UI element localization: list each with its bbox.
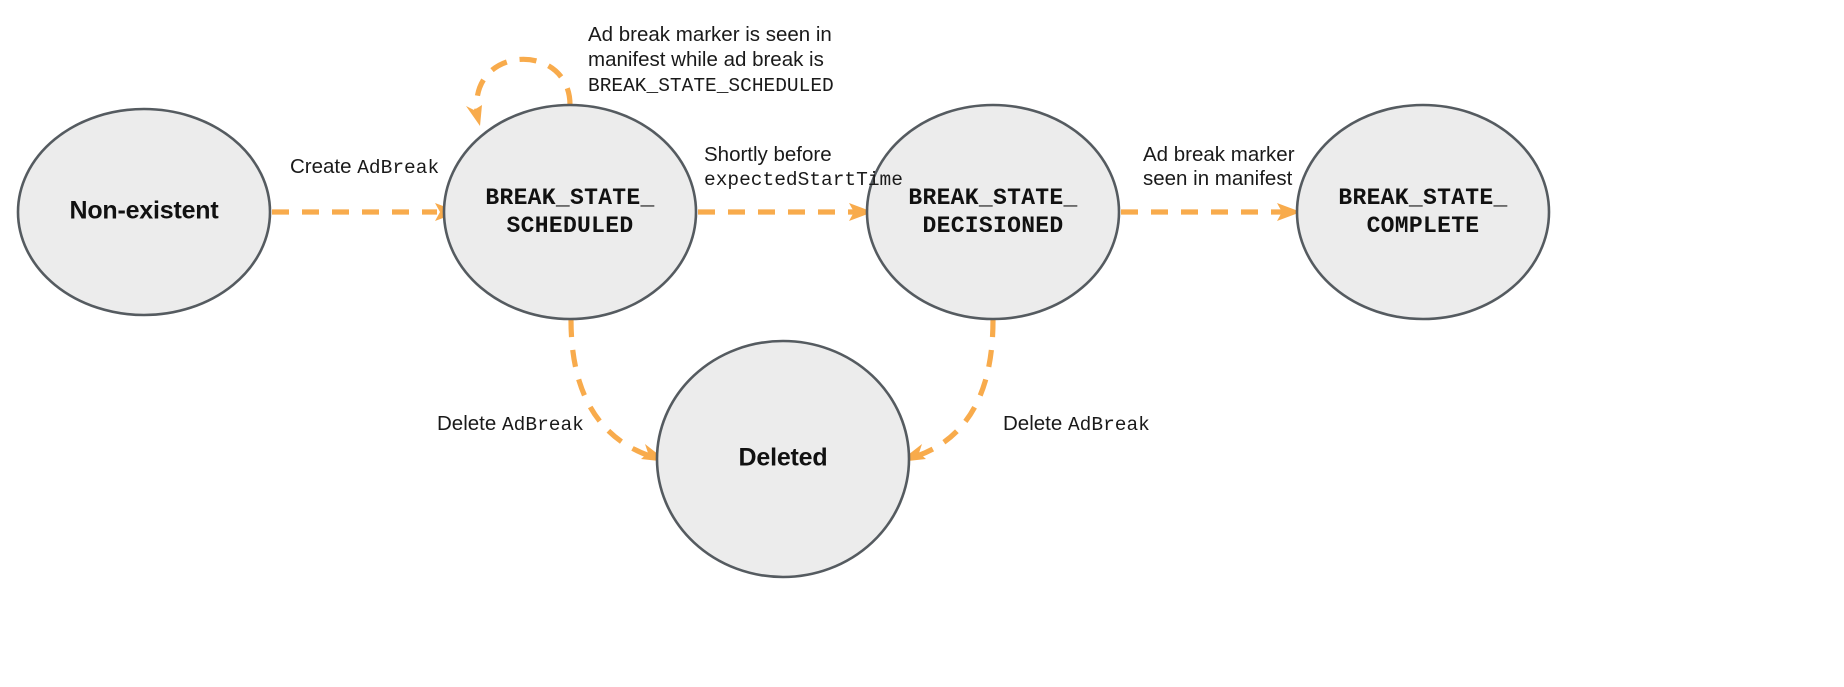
state-node-deleted[interactable]: Deleted xyxy=(655,339,911,579)
state-node-label-break-state-decisioned: DECISIONED xyxy=(922,213,1063,239)
edge-decisioned-to-deleted xyxy=(899,319,996,462)
state-node-shape-break-state-scheduled[interactable] xyxy=(442,103,698,321)
edge-label-scheduled-to-deleted: Delete AdBreak xyxy=(437,412,584,436)
edge-label-segment: AdBreak xyxy=(357,157,439,179)
edge-create-adbreak xyxy=(272,203,459,221)
edge-label-segment: manifest while ad break is xyxy=(588,48,824,71)
state-node-shape-non-existent[interactable] xyxy=(16,107,272,317)
arrowhead-icon-decisioned-to-complete xyxy=(1277,203,1301,221)
state-node-label-non-existent: Non-existent xyxy=(69,197,219,225)
edge-label-decisioned-to-deleted: Delete AdBreak xyxy=(1003,412,1150,436)
edge-scheduled-self-loop xyxy=(466,56,573,126)
edge-scheduled-to-deleted xyxy=(568,319,668,462)
edge-decisioned-to-complete xyxy=(1121,203,1301,221)
edge-label-segment: Shortly before xyxy=(704,143,832,166)
edge-label-segment: expectedStartTime xyxy=(704,169,903,191)
edge-line-decisioned-to-deleted xyxy=(916,319,996,459)
edge-label-scheduled-self-loop: manifest while ad break is xyxy=(588,48,824,71)
edge-line-scheduled-to-deleted xyxy=(568,319,651,459)
edge-label-scheduled-to-decisioned: expectedStartTime xyxy=(704,169,903,191)
state-node-break-state-complete[interactable]: BREAK_STATE_COMPLETE xyxy=(1295,103,1551,321)
edge-label-segment: AdBreak xyxy=(1068,414,1150,436)
edges-layer xyxy=(272,56,1301,462)
state-node-label-break-state-complete: BREAK_STATE_ xyxy=(1338,185,1507,211)
edge-label-segment: Ad break marker xyxy=(1143,143,1295,166)
edge-label-decisioned-to-complete: Ad break marker xyxy=(1143,143,1295,166)
edge-label-segment: Delete xyxy=(1003,412,1068,435)
edge-label-segment: Delete xyxy=(437,412,502,435)
edge-label-segment: seen in manifest xyxy=(1143,167,1293,190)
state-node-non-existent[interactable]: Non-existent xyxy=(16,107,272,317)
arrowhead-icon-scheduled-self-loop xyxy=(466,105,482,126)
state-node-label-break-state-scheduled: SCHEDULED xyxy=(507,213,634,239)
state-node-shape-break-state-complete[interactable] xyxy=(1295,103,1551,321)
edge-line-scheduled-self-loop xyxy=(474,56,573,113)
state-node-label-break-state-decisioned: BREAK_STATE_ xyxy=(908,185,1077,211)
state-node-label-deleted: Deleted xyxy=(739,444,828,472)
state-node-label-break-state-complete: COMPLETE xyxy=(1367,213,1480,239)
edge-scheduled-to-decisioned xyxy=(698,203,873,221)
edge-label-segment: Create xyxy=(290,155,357,178)
edge-label-scheduled-self-loop: BREAK_STATE_SCHEDULED xyxy=(588,75,834,97)
edge-label-segment: Ad break marker is seen in xyxy=(588,23,832,46)
state-node-shape-deleted[interactable] xyxy=(655,339,911,579)
state-node-break-state-scheduled[interactable]: BREAK_STATE_SCHEDULED xyxy=(442,103,698,321)
edge-label-scheduled-to-decisioned: Shortly before xyxy=(704,143,832,166)
arrowhead-icon-scheduled-to-decisioned xyxy=(849,203,873,221)
edge-label-create-adbreak: Create AdBreak xyxy=(290,155,439,179)
edge-label-scheduled-self-loop: Ad break marker is seen in xyxy=(588,23,832,46)
edge-label-decisioned-to-complete: seen in manifest xyxy=(1143,167,1293,190)
state-node-break-state-decisioned[interactable]: BREAK_STATE_DECISIONED xyxy=(865,103,1121,321)
state-node-shape-break-state-decisioned[interactable] xyxy=(865,103,1121,321)
state-node-label-break-state-scheduled: BREAK_STATE_ xyxy=(485,185,654,211)
edge-label-segment: AdBreak xyxy=(502,414,584,436)
edge-label-segment: BREAK_STATE_SCHEDULED xyxy=(588,75,834,97)
edge-labels-layer: Create AdBreak Ad break marker is seen in… xyxy=(290,23,1295,436)
